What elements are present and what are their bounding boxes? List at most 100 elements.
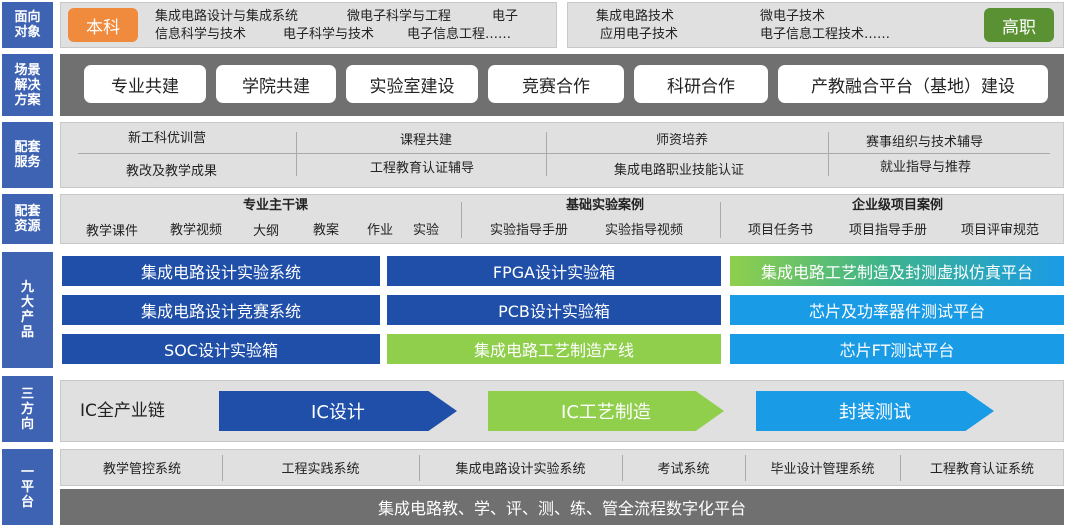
platform-sep <box>622 455 623 481</box>
resource-item: 实验指导视频 <box>605 223 684 238</box>
side-label-line: 方 <box>20 401 34 417</box>
platform-systems-panel <box>60 449 1064 486</box>
vocational-major: 应用电子技术 <box>600 27 679 42</box>
side-label-services: 配套服务 <box>2 122 53 188</box>
undergrad-major: 信息科学与技术 <box>155 27 247 42</box>
solution-item: 专业共建 <box>84 65 206 103</box>
service-item: 教改及教学成果 <box>126 164 218 179</box>
undergrad-tag: 本科 <box>68 8 138 42</box>
platform-main-label: 集成电路教、学、评、测、练、管全流程数字化平台 <box>377 499 746 518</box>
services-panel <box>60 122 1064 188</box>
side-label-line: 向 <box>20 416 34 432</box>
resource-item: 大纲 <box>253 224 280 239</box>
resources-col-sep <box>461 202 462 238</box>
services-col-sep <box>296 132 297 176</box>
side-label-line: 面向 <box>14 10 41 25</box>
platform-system: 教学管控系统 <box>102 461 181 477</box>
product-box: 集成电路设计竞赛系统 <box>62 295 380 325</box>
side-label-line: 九 <box>20 280 34 295</box>
services-col-sep <box>546 132 547 176</box>
side-label-line: 配套 <box>14 204 41 219</box>
direction-arrow-ic-fab: IC工艺制造 <box>488 391 724 431</box>
solution-item: 学院共建 <box>216 65 336 103</box>
platform-sep <box>745 455 746 481</box>
vocational-tag: 高职 <box>984 8 1054 42</box>
resources-col-sep <box>720 202 721 238</box>
resource-item: 项目指导手册 <box>849 223 928 238</box>
product-box: FPGA设计实验箱 <box>387 256 721 286</box>
side-label-line: 大 <box>20 295 34 310</box>
service-item: 新工科优训营 <box>128 131 207 146</box>
resource-item: 教案 <box>313 223 340 238</box>
side-label-platform: 一平台 <box>2 449 53 525</box>
resource-item: 项目任务书 <box>748 223 814 238</box>
vocational-major: 电子信息工程技术…… <box>760 27 891 42</box>
service-item: 赛事组织与技术辅导 <box>866 135 984 150</box>
side-label-products: 九大产品 <box>2 252 53 368</box>
solution-item: 产教融合平台（基地）建设 <box>778 65 1048 103</box>
side-label-line: 解决 <box>14 77 41 93</box>
service-item: 集成电路职业技能认证 <box>614 163 745 178</box>
platform-sep <box>900 455 901 481</box>
solution-item: 实验室建设 <box>346 65 478 103</box>
service-item: 师资培养 <box>656 133 709 148</box>
undergrad-major: 电子 <box>492 9 519 24</box>
vocational-major: 集成电路技术 <box>596 9 675 24</box>
platform-sep <box>419 455 420 481</box>
side-label-resources: 配套资源 <box>2 194 53 244</box>
direction-arrow-ic-design: IC设计 <box>219 391 457 431</box>
product-box: 芯片FT测试平台 <box>730 334 1064 364</box>
side-label-line: 方案 <box>14 92 41 108</box>
resource-item: 实验 <box>413 223 440 238</box>
platform-system: 集成电路设计实验系统 <box>455 461 586 477</box>
services-col-sep <box>828 132 829 176</box>
side-label-line: 对象 <box>14 25 41 40</box>
side-label-solutions: 场景解决方案 <box>2 54 53 116</box>
undergrad-major: 微电子科学与工程 <box>347 9 452 24</box>
resources-panel <box>60 194 1064 244</box>
audience-undergrad-panel <box>60 2 557 48</box>
side-label-line: 台 <box>20 494 34 510</box>
product-box: 集成电路工艺制造产线 <box>387 334 721 364</box>
audience-vocational-panel <box>567 2 1064 48</box>
platform-system: 考试系统 <box>657 461 710 477</box>
direction-arrow-packaging: 封装测试 <box>756 391 994 431</box>
side-label-line: 服务 <box>14 155 41 170</box>
undergrad-major: 集成电路设计与集成系统 <box>155 9 299 24</box>
service-item: 工程教育认证辅导 <box>370 161 475 176</box>
side-label-line: 三 <box>20 386 34 402</box>
product-box: SOC设计实验箱 <box>62 334 380 364</box>
platform-main-bar: 集成电路教、学、评、测、练、管全流程数字化平台 <box>60 489 1064 525</box>
resource-group-title: 企业级项目案例 <box>852 198 944 213</box>
product-box: PCB设计实验箱 <box>387 295 721 325</box>
undergrad-major: 电子科学与技术 <box>283 27 375 42</box>
service-item: 课程共建 <box>400 133 453 148</box>
resource-item: 教学课件 <box>86 224 139 239</box>
resource-item: 教学视频 <box>170 223 223 238</box>
side-label-audience: 面向对象 <box>2 2 53 48</box>
product-box: 芯片及功率器件测试平台 <box>730 295 1064 325</box>
undergrad-major: 电子信息工程…… <box>407 27 512 42</box>
side-label-directions: 三方向 <box>2 376 53 442</box>
vocational-major: 微电子技术 <box>760 9 826 24</box>
directions-label: IC全产业链 <box>80 401 165 421</box>
side-label-line: 产 <box>20 310 34 325</box>
service-item: 就业指导与推荐 <box>880 160 972 175</box>
product-box: 集成电路设计实验系统 <box>62 256 380 286</box>
side-label-line: 场景 <box>14 62 41 78</box>
resource-item: 实验指导手册 <box>490 223 569 238</box>
platform-system: 工程教育认证系统 <box>929 461 1034 477</box>
resource-item: 项目评审规范 <box>961 223 1040 238</box>
resource-group-title: 基础实验案例 <box>566 198 645 213</box>
services-divider <box>78 153 1050 154</box>
side-label-line: 资源 <box>14 219 41 234</box>
side-label-line: 配套 <box>14 140 41 155</box>
solution-item: 科研合作 <box>634 65 768 103</box>
resource-group-title: 专业主干课 <box>243 198 309 213</box>
side-label-line: 一 <box>20 464 34 480</box>
platform-system: 工程实践系统 <box>281 461 360 477</box>
solution-item: 竞赛合作 <box>488 65 624 103</box>
resource-item: 作业 <box>367 223 394 238</box>
platform-system: 毕业设计管理系统 <box>770 461 875 477</box>
platform-sep <box>222 455 223 481</box>
